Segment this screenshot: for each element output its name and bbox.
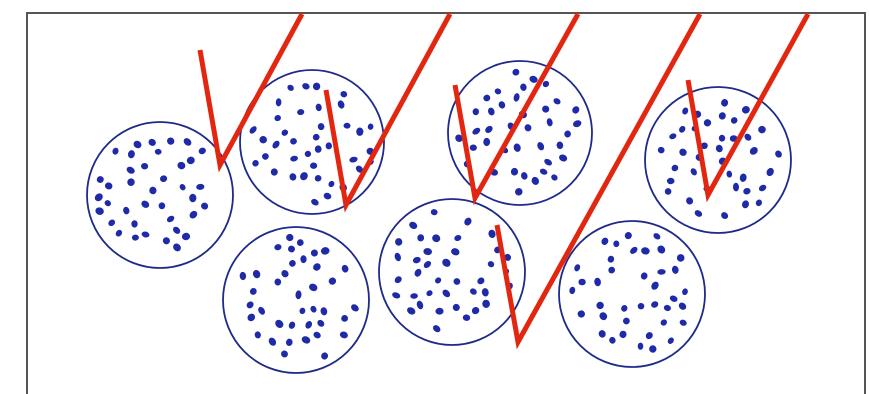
- dot: [159, 202, 166, 209]
- dotted-circle: [645, 87, 791, 233]
- dotted-circle: [448, 61, 592, 205]
- dot: [483, 138, 490, 146]
- circle-outline: [223, 227, 369, 373]
- dotted-circle: [87, 122, 233, 268]
- circle-outline: [645, 87, 791, 233]
- dot: [189, 194, 196, 203]
- dotted-circle: [223, 227, 369, 373]
- dot: [315, 145, 322, 152]
- dot: [578, 279, 585, 286]
- dotted-circle: [559, 221, 705, 367]
- circles-layer: [87, 61, 791, 373]
- circle-outline: [87, 122, 233, 268]
